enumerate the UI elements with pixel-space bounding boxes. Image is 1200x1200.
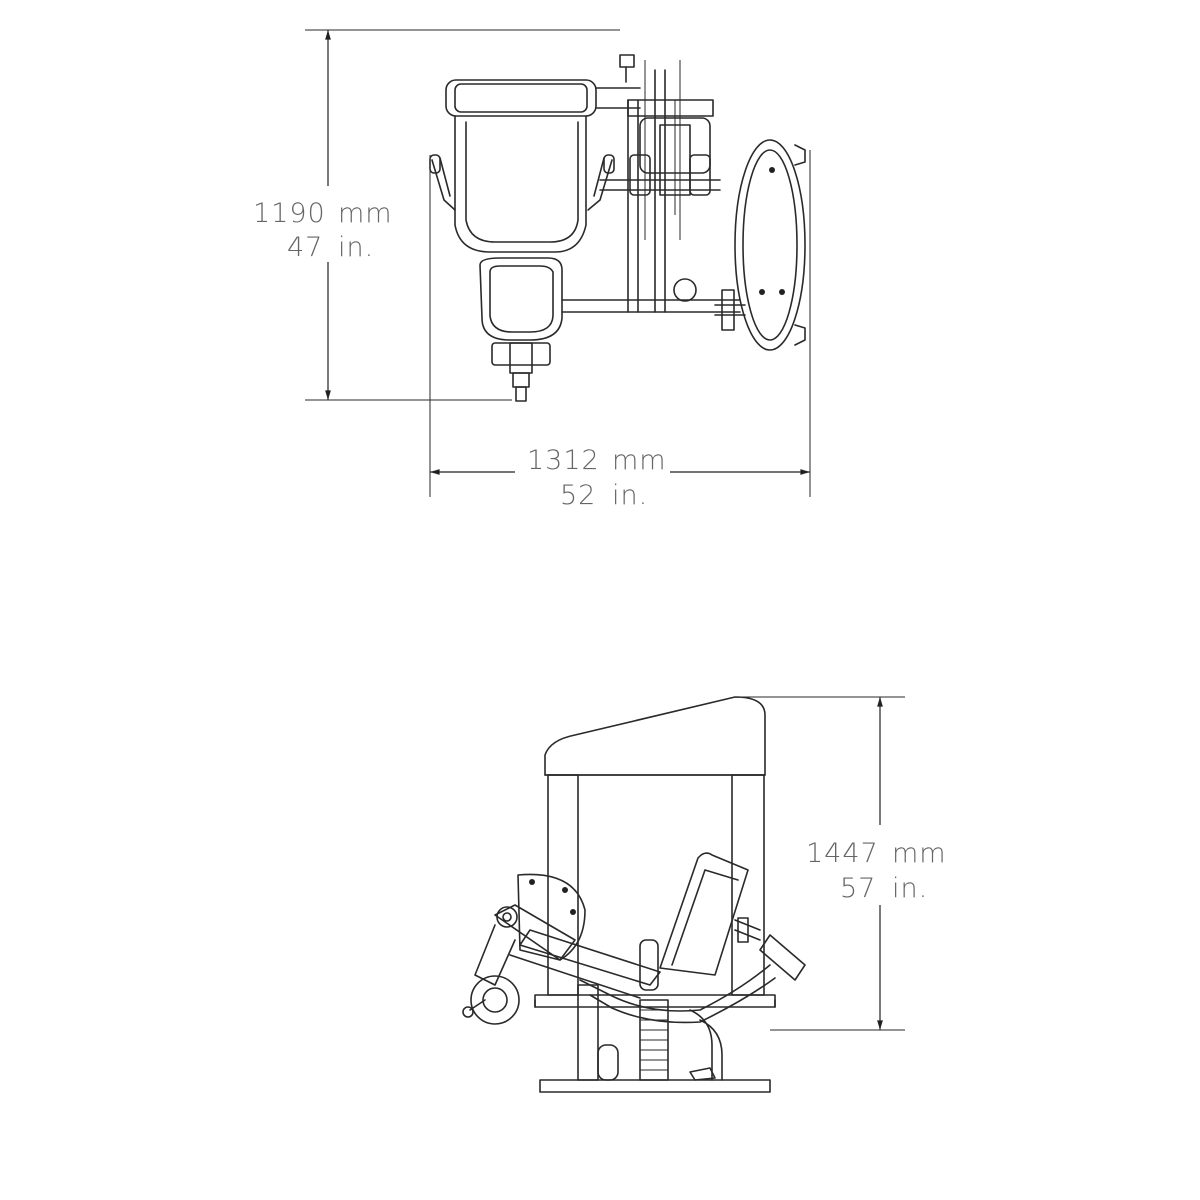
width-mm-unit: mm <box>612 445 667 476</box>
side-view-machine <box>462 696 806 1093</box>
side-view-height-dimension: 1447 mm 57 in. <box>740 696 947 1031</box>
depth-mm-value: 1190 <box>253 198 326 229</box>
top-view-width-dimension: 1312 mm 52 in. <box>429 150 811 511</box>
height-in-value: 57 <box>840 873 876 904</box>
height-mm-value: 1447 <box>806 838 879 869</box>
depth-in-value: 47 <box>287 232 323 263</box>
top-view-machine <box>429 54 806 402</box>
width-mm-value: 1312 <box>527 445 600 476</box>
top-view-depth-dimension: 1190 mm 47 in. <box>253 29 620 401</box>
width-in-value: 52 <box>560 480 596 511</box>
height-in-unit: in. <box>892 873 928 904</box>
height-mm-unit: mm <box>892 838 947 869</box>
depth-in-unit: in. <box>338 232 374 263</box>
width-in-unit: in. <box>612 480 648 511</box>
depth-mm-unit: mm <box>338 198 393 229</box>
